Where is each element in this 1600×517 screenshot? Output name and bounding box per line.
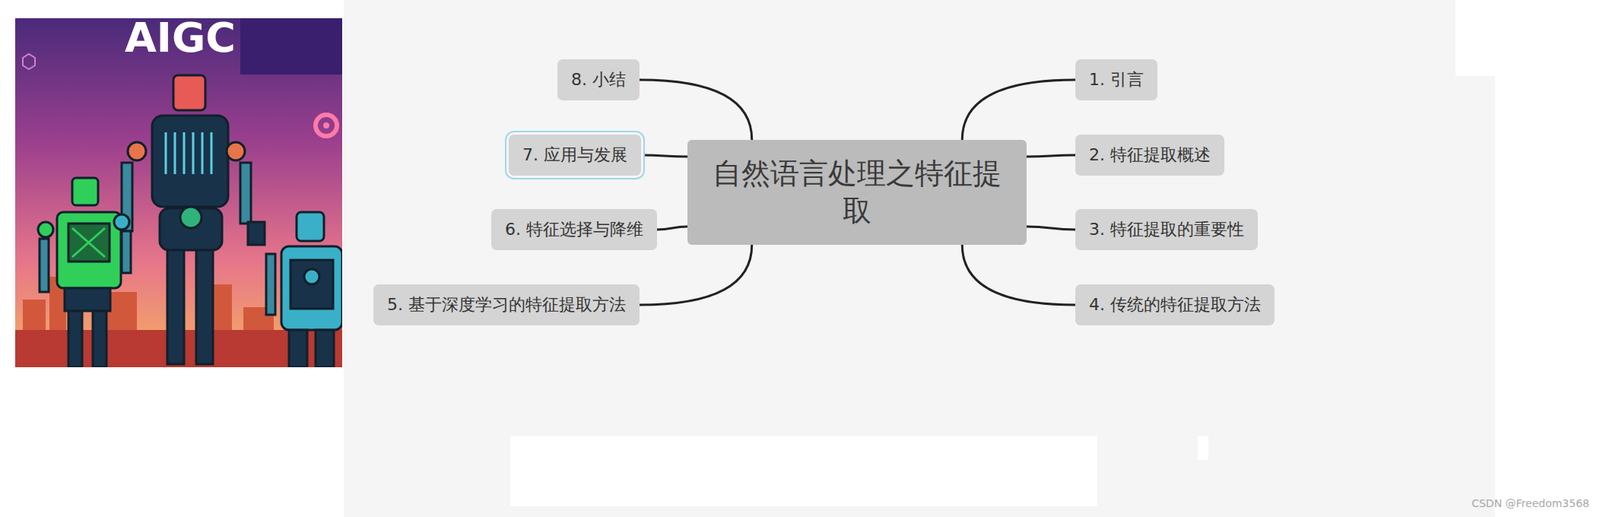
banner-title: AIGC: [124, 15, 236, 61]
branch-line: [961, 79, 1076, 140]
branch-line: [639, 79, 753, 140]
subtopic-text: 2. 特征提取概述: [1088, 143, 1211, 167]
branch-line: [1026, 155, 1076, 157]
subtopic-text: 5. 基于深度学习的特征提取方法: [387, 293, 626, 317]
canvas-panel: [343, 414, 1496, 517]
branch-line: [961, 244, 1076, 305]
subtopic-box: 8. 小结: [557, 59, 640, 101]
subtopic-text: 6. 特征选择与降维: [504, 218, 644, 242]
subtopic-text: 8. 小结: [571, 68, 626, 92]
watermark: CSDN @Freedom3568: [1471, 497, 1590, 510]
subtopic-text: 4. 传统的特征提取方法: [1088, 293, 1261, 317]
subtopic-box: 1. 引言: [1075, 59, 1158, 101]
blank-area: [1197, 435, 1209, 461]
subtopic-box: 7. 应用与发展: [508, 134, 642, 176]
root-title: 自然语言处理之特征提取: [702, 155, 1012, 231]
subtopic-text: 1. 引言: [1088, 68, 1144, 92]
branch-line: [639, 244, 753, 305]
root-topic: 自然语言处理之特征提取: [687, 139, 1027, 245]
aigc-illustration: [15, 18, 343, 368]
subtopic-box: 5. 基于深度学习的特征提取方法: [373, 284, 640, 326]
subtopic-box: 6. 特征选择与降维: [491, 209, 658, 251]
branch-line: [657, 226, 688, 230]
canvas-panel: [343, 0, 1456, 415]
branch-line: [641, 155, 688, 157]
subtopic-text: 7. 应用与发展: [522, 143, 628, 167]
subtopic-box: 4. 传统的特征提取方法: [1075, 284, 1275, 326]
subtopic-text: 3. 特征提取的重要性: [1088, 218, 1245, 242]
canvas-panel: [1455, 76, 1496, 415]
blank-area: [510, 435, 1098, 507]
subtopic-box: 3. 特征提取的重要性: [1075, 209, 1258, 251]
branch-line: [1026, 226, 1076, 230]
subtopic-box: 2. 特征提取概述: [1075, 134, 1225, 176]
